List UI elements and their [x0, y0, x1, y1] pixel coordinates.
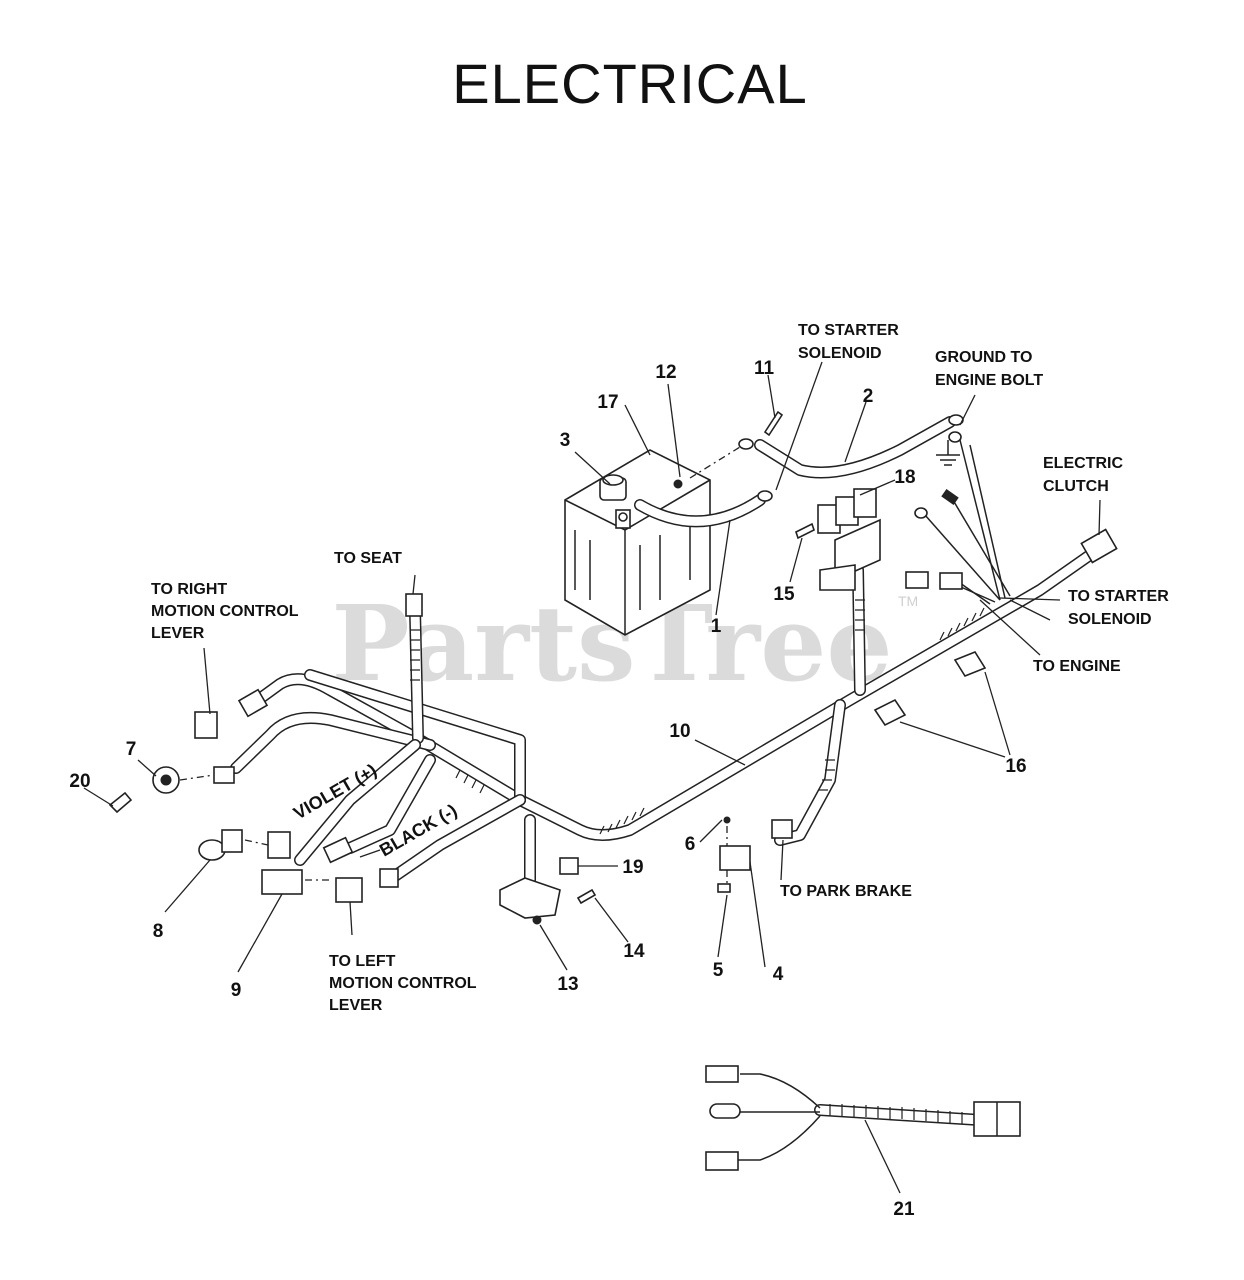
leader-lines [83, 361, 1101, 1194]
callout-5: 5 [713, 960, 724, 981]
label-to-starter-solenoid-right: TO STARTER SOLENOID [1068, 588, 1173, 628]
label-to-left-motion: TO LEFT MOTION CONTROL LEVER [329, 953, 481, 1014]
clutch-harness [705, 1065, 1021, 1171]
callout-11: 11 [754, 358, 775, 379]
watermark-tm: TM [898, 593, 918, 609]
callout-21: 21 [893, 1199, 915, 1220]
callout-9: 9 [231, 980, 242, 1001]
battery-cables [634, 410, 964, 528]
center-components [499, 816, 793, 925]
callout-18: 18 [894, 467, 915, 488]
callout-20: 20 [69, 771, 90, 792]
callout-4: 4 [773, 964, 784, 985]
callout-14: 14 [623, 941, 645, 962]
label-to-right-motion: TO RIGHT MOTION CONTROL LEVER [151, 581, 303, 642]
callout-10: 10 [669, 721, 690, 742]
relay-assembly [795, 488, 881, 591]
page-title: ELECTRICAL [452, 52, 807, 115]
callout-16: 16 [1005, 756, 1026, 777]
callout-1: 1 [711, 616, 722, 637]
callout-6: 6 [685, 834, 696, 855]
label-electric-clutch: ELECTRIC CLUTCH [1043, 455, 1127, 495]
callout-13: 13 [557, 974, 578, 995]
left-components [108, 593, 423, 903]
harness-clips [873, 651, 987, 727]
callout-7: 7 [126, 739, 137, 760]
callout-8: 8 [153, 921, 164, 942]
label-to-seat: TO SEAT [334, 550, 402, 567]
label-to-starter-solenoid-top: TO STARTER SOLENOID [798, 322, 903, 362]
label-to-engine: TO ENGINE [1033, 658, 1121, 675]
callout-3: 3 [560, 430, 571, 451]
callout-numbers: 1 2 3 4 5 6 7 8 9 10 11 12 13 14 15 16 1… [69, 358, 1026, 1220]
callout-12: 12 [655, 362, 676, 383]
callout-19: 19 [622, 857, 643, 878]
callout-17: 17 [597, 392, 618, 413]
callout-15: 15 [773, 584, 795, 605]
callout-2: 2 [863, 386, 874, 407]
label-to-park-brake: TO PARK BRAKE [780, 883, 912, 900]
text-labels: TO STARTER SOLENOID GROUND TO ENGINE BOL… [151, 322, 1173, 1014]
engine-wire-bundle [905, 431, 1118, 656]
label-ground-to-engine-bolt: GROUND TO ENGINE BOLT [935, 349, 1043, 389]
